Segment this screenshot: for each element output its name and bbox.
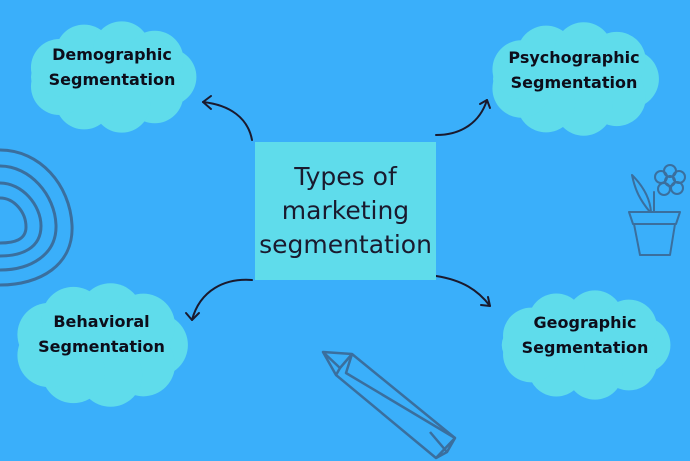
arrow-icon [480, 296, 491, 307]
arrow-icon [479, 99, 491, 109]
pencil-icon [321, 350, 457, 460]
demographic-cloud [30, 21, 197, 133]
psychographic-cloud [492, 22, 659, 136]
center-topic-box [255, 142, 436, 280]
psychographic-node-label: Psychographic Segmentation [484, 45, 664, 95]
arrow-icon [191, 278, 253, 321]
arrow-icon [185, 312, 200, 321]
behavioral-line-1: Behavioral [53, 312, 150, 331]
center-line-1: Types of [294, 162, 397, 191]
geographic-line-1: Geographic [533, 313, 637, 332]
geographic-node-label: Geographic Segmentation [495, 310, 675, 360]
demographic-node-label: Demographic Segmentation [22, 42, 202, 92]
behavioral-node-label: Behavioral Segmentation [14, 309, 189, 359]
demographic-line-1: Demographic [52, 45, 172, 64]
geographic-cloud [501, 290, 671, 400]
flower-pot-icon [628, 164, 686, 256]
arrow-icon [202, 95, 212, 110]
psychographic-line-1: Psychographic [508, 48, 640, 67]
arrow-icon [435, 275, 491, 307]
psychographic-line-2: Segmentation [510, 73, 638, 92]
swirl-doodle-icon [0, 148, 74, 287]
center-topic-text: Types of marketing segmentation [255, 160, 436, 262]
geographic-line-2: Segmentation [521, 338, 649, 357]
arrow-icon [202, 101, 253, 141]
center-line-2: marketing [281, 196, 410, 225]
behavioral-line-2: Segmentation [38, 337, 165, 356]
arrow-icon [435, 99, 488, 136]
arrows [185, 95, 491, 321]
behavioral-cloud [17, 283, 188, 407]
center-line-3: segmentation [259, 230, 432, 259]
demographic-line-2: Segmentation [48, 70, 176, 89]
